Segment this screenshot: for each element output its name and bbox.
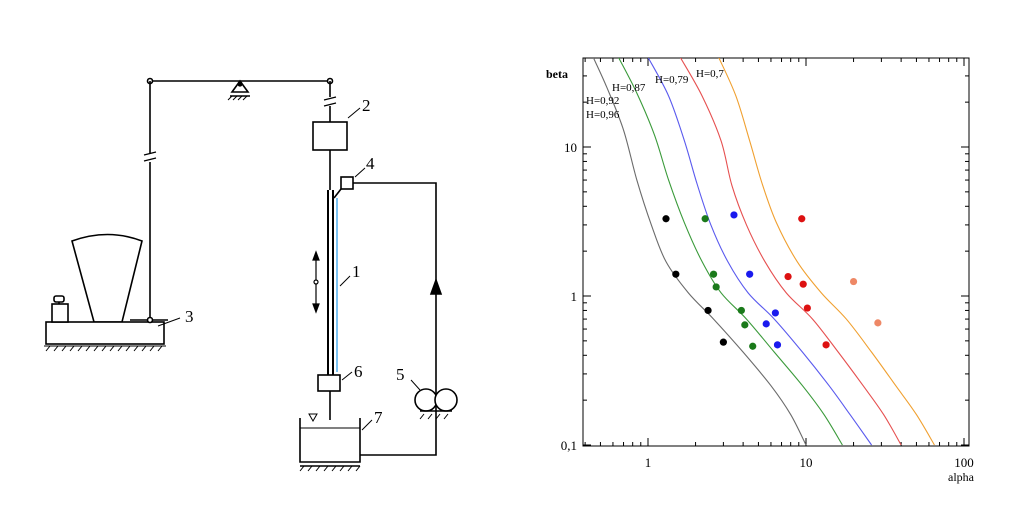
- scale-base: [45, 321, 165, 345]
- data-point: [662, 215, 670, 223]
- data-point: [762, 320, 770, 328]
- label-6: 6: [354, 362, 363, 381]
- curve-label: H=0,92: [586, 95, 619, 107]
- curve-line: [618, 58, 843, 446]
- distributor-4: [340, 176, 354, 190]
- data-point: [798, 215, 806, 223]
- label-4: 4: [366, 154, 375, 173]
- data-point: [746, 270, 754, 278]
- label-1: 1: [352, 262, 361, 281]
- data-point: [709, 270, 718, 278]
- data-point: [712, 283, 720, 291]
- apparatus-labels: 1 2 3 4 5 6 7: [185, 96, 405, 427]
- label-7: 7: [374, 408, 383, 427]
- data-point: [771, 309, 779, 317]
- data-points: [662, 211, 882, 350]
- curve-label: H=0,79: [655, 74, 689, 86]
- supply-pipe: [353, 182, 437, 456]
- y-axis-label: beta: [546, 67, 568, 81]
- x-tick-label: 100: [954, 455, 974, 470]
- scale-dial: [71, 233, 143, 323]
- scale: [44, 233, 168, 352]
- data-point: [730, 211, 738, 219]
- plot-frame: [582, 57, 970, 447]
- curve-label: H=0,87: [612, 82, 646, 94]
- pump-5-icon: [414, 388, 458, 420]
- flow-arrow-icon: [429, 277, 443, 295]
- data-point: [737, 306, 745, 315]
- x-tick-label: 10: [800, 455, 813, 470]
- fulcrum-icon: [227, 79, 250, 101]
- left-rod-break: [143, 151, 157, 156]
- data-point: [719, 338, 727, 346]
- axis-ticks: [583, 58, 969, 446]
- data-point: [701, 215, 709, 223]
- curve-line: [718, 58, 935, 446]
- collector-6: [317, 374, 341, 392]
- data-point: [704, 306, 712, 315]
- data-point: [822, 341, 830, 349]
- data-point: [749, 342, 757, 350]
- data-point: [803, 304, 811, 312]
- data-point: [672, 270, 680, 278]
- label-2: 2: [362, 96, 371, 115]
- data-point: [799, 280, 807, 288]
- tank-7: [299, 413, 361, 472]
- data-point: [784, 272, 792, 281]
- data-point: [741, 321, 749, 329]
- y-tick-label: 1: [571, 289, 578, 304]
- test-tube: [327, 190, 338, 375]
- curves: [592, 58, 935, 446]
- curve-line: [647, 58, 873, 446]
- apparatus-diagram: [44, 77, 458, 472]
- curve-line: [592, 58, 807, 446]
- data-point: [849, 277, 858, 286]
- data-point: [773, 341, 782, 349]
- label-3: 3: [185, 307, 194, 326]
- sensor-2: [312, 121, 348, 151]
- label-5: 5: [396, 365, 405, 384]
- weight-icon: [51, 295, 69, 323]
- ground-hatch: [44, 345, 166, 352]
- x-axis-label: alpha: [948, 470, 975, 484]
- curve-label: H=0,96: [586, 109, 620, 121]
- x-tick-label: 1: [645, 455, 652, 470]
- movement-arrow-icon: [312, 250, 320, 314]
- data-point: [874, 319, 882, 327]
- curve-line: [680, 58, 902, 446]
- y-tick-label: 0,1: [561, 438, 577, 453]
- y-tick-label: 10: [564, 140, 577, 155]
- chart: H=0,96 H=0,92H=0,87 H=0,79 H=0,7 1 10 100 0…: [546, 57, 975, 484]
- curve-label: H=0,7: [696, 68, 724, 80]
- curve-labels: H=0,96 H=0,92H=0,87 H=0,79 H=0,7: [586, 68, 724, 121]
